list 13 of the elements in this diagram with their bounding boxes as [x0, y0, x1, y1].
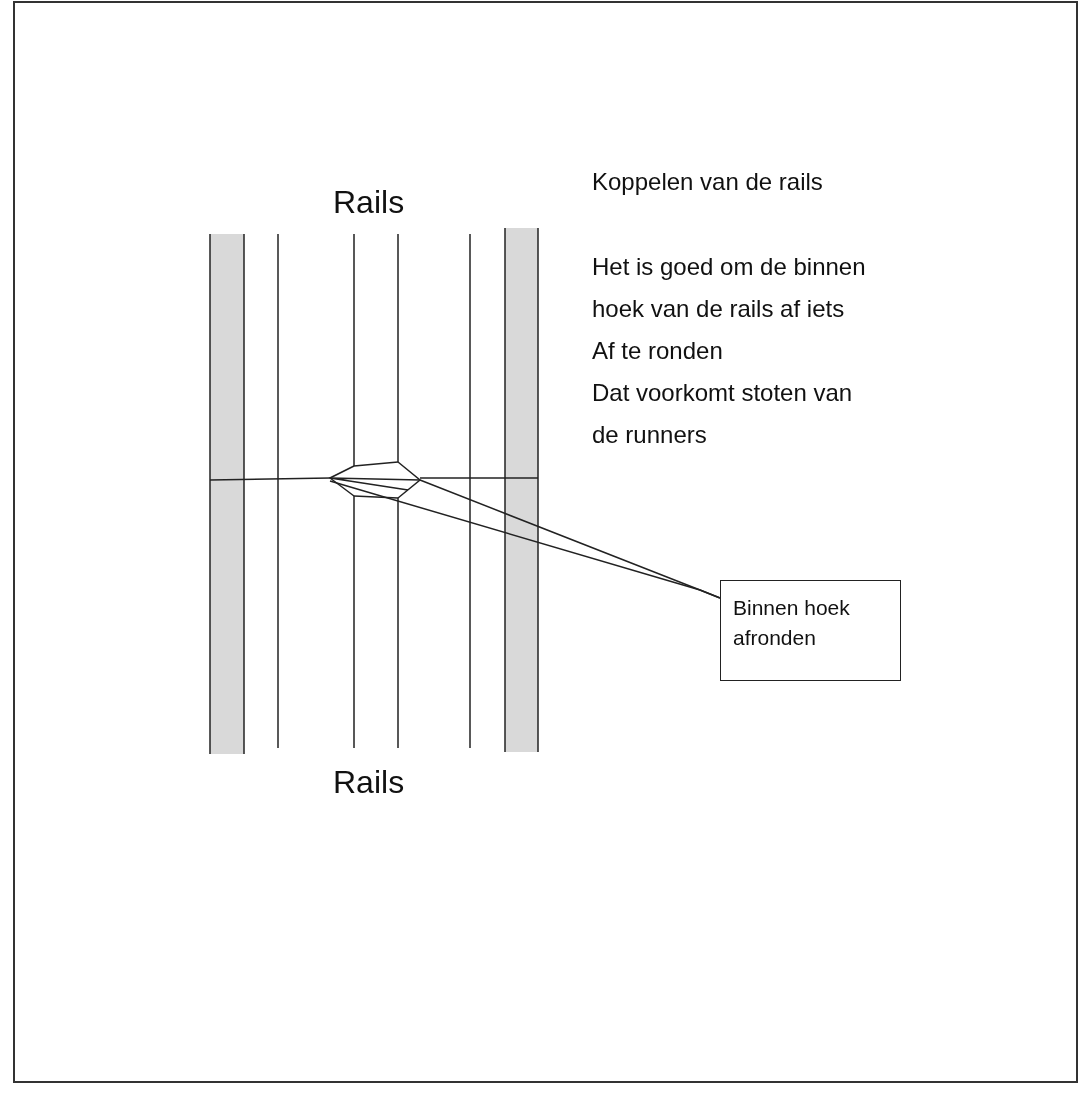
- leader-line: [419, 479, 721, 599]
- note-text: Dat voorkomt stoten van: [592, 379, 853, 408]
- note-text: Het is goed om de binnen: [592, 253, 866, 282]
- rounded-corner: [328, 465, 355, 497]
- note-text: de runners: [592, 421, 707, 450]
- note-text: Af te ronden: [592, 337, 723, 366]
- callout-box: [720, 580, 901, 681]
- rail-label: Rails: [333, 763, 405, 802]
- note-text: hoek van de rails af iets: [592, 295, 845, 324]
- rounded-corner: [397, 461, 422, 499]
- callout-text: Binnen hoek afronden: [733, 595, 851, 652]
- heading-text: Koppelen van de rails: [592, 168, 823, 197]
- rail-label: Rails: [333, 183, 405, 222]
